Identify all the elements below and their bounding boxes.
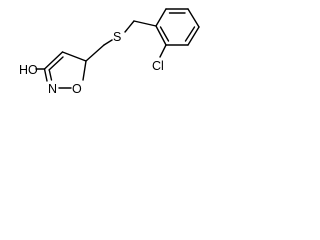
bond-c5-o1 <box>82 60 87 81</box>
bond-ar4-ar5-inner <box>184 26 196 42</box>
chlorophenyl-ring <box>155 8 200 58</box>
sulfur-label: S <box>113 30 121 44</box>
bond-c5-ch2 <box>85 44 105 62</box>
bond-c3-c4-inner <box>48 56 64 71</box>
bond-ar6-ar1-inner <box>159 26 170 42</box>
bond-ch2-s <box>103 39 113 46</box>
bond-ch2-aryl <box>133 20 157 27</box>
thioether-linker <box>85 20 157 62</box>
hydroxyl-label: HO <box>19 63 38 77</box>
bond-ar6-cl <box>159 44 167 58</box>
bond-c4-c5 <box>61 51 87 62</box>
bond-ar3-ar4 <box>187 8 200 28</box>
bond-ar6-ar1 <box>155 25 167 46</box>
bond-n2-c3 <box>43 68 48 82</box>
bond-ar4-ar5 <box>187 26 200 46</box>
bond-n2-c3-inner <box>48 70 53 81</box>
isoxazole-ring <box>35 51 87 89</box>
bond-s-ch2 <box>124 20 135 33</box>
chemical-structure: HO N O S Cl <box>19 8 200 96</box>
chlorine-label: Cl <box>152 59 164 73</box>
oxygen-label: O <box>72 82 82 96</box>
nitrogen-label: N <box>48 82 57 96</box>
bond-c3-c4 <box>43 51 64 70</box>
bond-ar1-ar2 <box>155 8 167 27</box>
